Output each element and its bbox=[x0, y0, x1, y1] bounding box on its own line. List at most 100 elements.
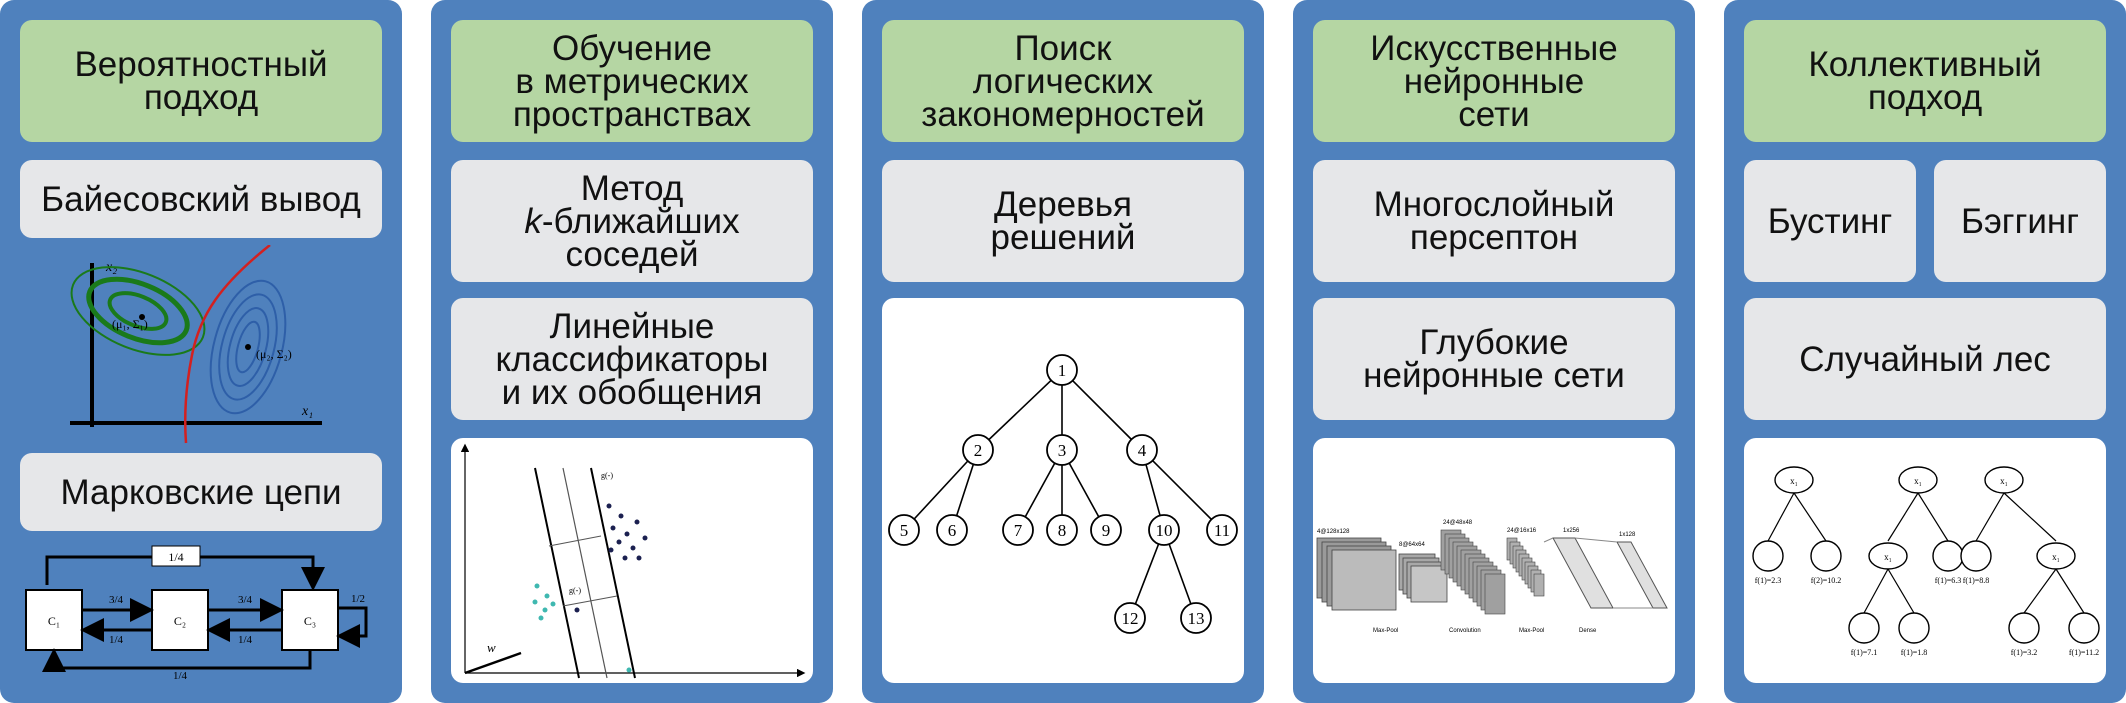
cnn-figure: 4@128x128 8@64x64 24@48x48 24@16x16 1x25… bbox=[1313, 438, 1675, 683]
p23: 3/4 bbox=[238, 594, 253, 606]
forest-edge bbox=[1793, 492, 1827, 542]
column-neural: Искусственные нейронные сети Многослойны… bbox=[1293, 0, 1695, 703]
forest-node-label: x₁ bbox=[2052, 552, 2060, 562]
tree-node-7: 7 bbox=[1002, 514, 1034, 546]
g1-label: g(-) bbox=[601, 471, 613, 480]
p32: 1/4 bbox=[238, 634, 253, 646]
tree-edge bbox=[903, 449, 979, 531]
forest-leaf-node: f(1)=3.2 bbox=[2008, 612, 2040, 657]
state-c2: C₂ bbox=[174, 614, 186, 628]
tree-node-label: 6 bbox=[948, 521, 957, 540]
forest-leaf-node: f(1)=7.1 bbox=[1848, 612, 1880, 657]
forest-leaf-node: f(2)=10.2 bbox=[1810, 540, 1842, 585]
decision-boundary bbox=[184, 245, 271, 444]
tree-node-10: 10 bbox=[1148, 514, 1180, 546]
item-linear-classifiers: Линейные классификаторы и их обобщения bbox=[451, 298, 813, 420]
cnn-layer-2: Convolution bbox=[1449, 628, 1481, 634]
cnn-layer-1: Max-Pool bbox=[1373, 628, 1398, 634]
bayes-figure: x₂ x₁ (μ₁, Σ₁) (μ₂, Σ₂) bbox=[20, 245, 382, 445]
class-dark-points bbox=[574, 503, 648, 613]
state-c3: C₃ bbox=[304, 614, 316, 628]
item-mlp: Многослойный персептон bbox=[1313, 160, 1675, 282]
forest-leaf-label: f(1)=11.2 bbox=[2069, 648, 2099, 657]
forest-leaf-node: f(1)=8.8 bbox=[1960, 540, 1992, 585]
tree-node-label: 3 bbox=[1058, 441, 1067, 460]
knn-line1: Метод bbox=[580, 168, 684, 208]
item-markov-chains: Марковские цепи bbox=[20, 453, 382, 531]
tree-node-1: 1 bbox=[1046, 354, 1078, 386]
header-neural: Искусственные нейронные сети bbox=[1313, 20, 1675, 142]
cnn-conv-stack bbox=[1440, 529, 1506, 615]
forest-node-label: x₁ bbox=[1914, 476, 1922, 486]
knn-k: k bbox=[524, 201, 542, 241]
tree-edge bbox=[1061, 369, 1143, 451]
cnn-size-4: 24@16x16 bbox=[1507, 528, 1537, 534]
cnn-size-6: 1x128 bbox=[1619, 532, 1636, 538]
tree-node-8: 8 bbox=[1046, 514, 1078, 546]
header-metric: Обучение в метрических пространствах bbox=[451, 20, 813, 142]
forest-node-label: x₁ bbox=[2000, 476, 2008, 486]
forest-leaf-label: f(1)=6.3 bbox=[1935, 576, 1962, 585]
column-metric: Обучение в метрических пространствах Мет… bbox=[431, 0, 833, 703]
tree-node-label: 11 bbox=[1214, 521, 1230, 540]
cnn-size-1: 4@128x128 bbox=[1317, 529, 1350, 535]
tree-node-label: 5 bbox=[900, 521, 909, 540]
item-deep-nets: Глубокие нейронные сети bbox=[1313, 298, 1675, 420]
tree-node-label: 2 bbox=[974, 441, 983, 460]
cnn-pool2-stack bbox=[1506, 537, 1545, 597]
markov-top-label: 1/4 bbox=[168, 550, 183, 564]
mu1-label: (μ₁, Σ₁) bbox=[112, 317, 148, 331]
forest-edge bbox=[2003, 492, 2057, 542]
forest-edge bbox=[1975, 492, 2005, 542]
p21: 1/4 bbox=[109, 634, 124, 646]
cnn-layer-3: Max-Pool bbox=[1519, 628, 1544, 634]
forest-edge bbox=[2055, 568, 2085, 614]
tree-node-label: 10 bbox=[1156, 521, 1173, 540]
tree-node-2: 2 bbox=[962, 434, 994, 466]
tree-node-label: 13 bbox=[1188, 609, 1205, 628]
forest-edge bbox=[2023, 568, 2057, 614]
forest-leaf-node: f(1)=6.3 bbox=[1932, 540, 1964, 585]
forest-leaf-label: f(2)=10.2 bbox=[1811, 576, 1842, 585]
tree-node-13: 13 bbox=[1180, 602, 1212, 634]
forest-edge bbox=[1917, 492, 1949, 542]
header-probabilistic: Вероятностный подход bbox=[20, 20, 382, 142]
tree-node-12: 12 bbox=[1114, 602, 1146, 634]
item-random-forest: Случайный лес bbox=[1744, 298, 2106, 420]
bayes-xlabel: x₁ bbox=[301, 404, 313, 419]
tree-node-5: 5 bbox=[888, 514, 920, 546]
state-c1: C₁ bbox=[48, 614, 60, 628]
tree-node-label: 12 bbox=[1122, 609, 1139, 628]
tree-node-label: 7 bbox=[1014, 521, 1023, 540]
item-decision-trees: Деревья решений bbox=[882, 160, 1244, 282]
class-teal-points bbox=[532, 583, 632, 673]
column-logical: Поиск логических закономерностей Деревья… bbox=[862, 0, 1264, 703]
cnn-layer-4: Dense bbox=[1579, 628, 1597, 634]
forest-node-label: x₁ bbox=[1790, 476, 1798, 486]
class1-contours bbox=[70, 266, 206, 356]
tree-node-4: 4 bbox=[1126, 434, 1158, 466]
forest-leaf-label: f(1)=8.8 bbox=[1963, 576, 1990, 585]
forest-leaf-label: f(1)=3.2 bbox=[2011, 648, 2038, 657]
forest-node-label: x₁ bbox=[1884, 552, 1892, 562]
cnn-size-2: 8@64x64 bbox=[1399, 542, 1425, 548]
forest-split-node: x₁ bbox=[1984, 466, 2024, 494]
forest-leaf-label: f(1)=2.3 bbox=[1755, 576, 1782, 585]
tree-edge bbox=[1141, 449, 1223, 531]
g2-label: g(-) bbox=[569, 586, 581, 595]
forest-edge bbox=[1887, 492, 1919, 542]
p12: 3/4 bbox=[109, 594, 124, 606]
tree-node-6: 6 bbox=[936, 514, 968, 546]
column-probabilistic: Вероятностный подход Байесовский вывод x… bbox=[0, 0, 402, 703]
item-bayesian-inference: Байесовский вывод bbox=[20, 160, 382, 238]
tree-node-9: 9 bbox=[1090, 514, 1122, 546]
p33: 1/2 bbox=[351, 593, 365, 605]
mu2-label: (μ₂, Σ₂) bbox=[256, 347, 292, 361]
svm-figure: w g(-) g(-) bbox=[451, 438, 813, 683]
column-ensemble: Коллективный подход Бустинг Бэггинг Случ… bbox=[1724, 0, 2126, 703]
knn-line2-text: -ближайших bbox=[541, 201, 740, 241]
forest-split-node: x₁ bbox=[1898, 466, 1938, 494]
forest-split-node: x₁ bbox=[2036, 542, 2076, 570]
forest-split-node: x₁ bbox=[1774, 466, 1814, 494]
